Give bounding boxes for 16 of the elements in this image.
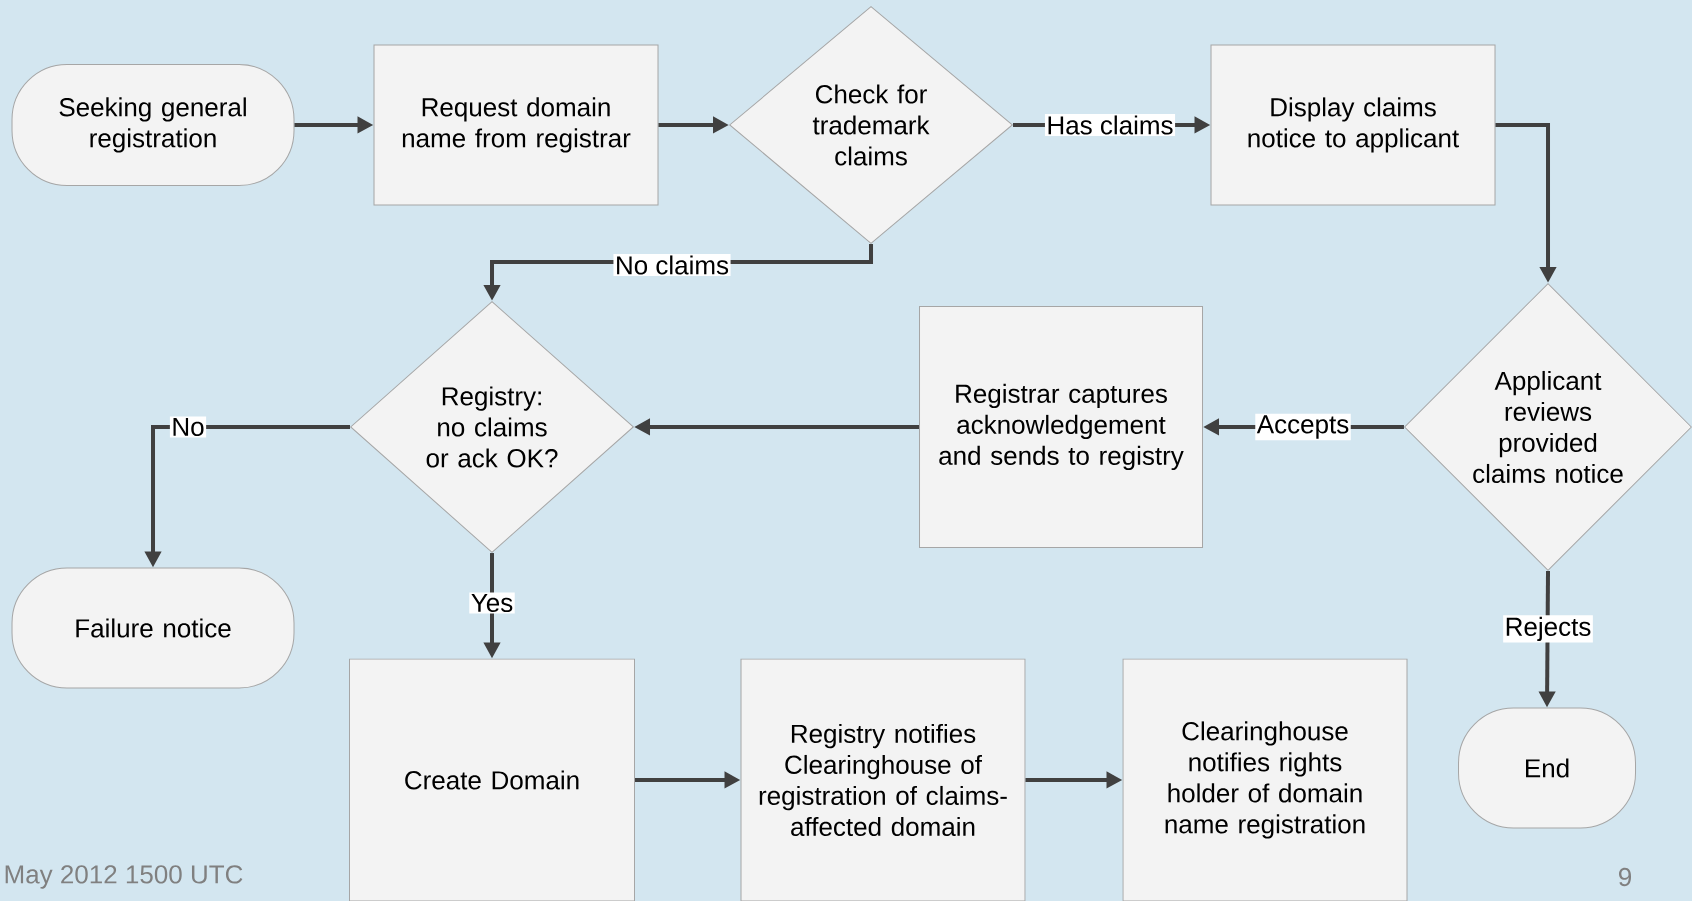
process-box: Request domain name from registrar bbox=[373, 44, 659, 206]
edge-label: Rejects bbox=[1503, 615, 1593, 643]
page-number: 9 bbox=[1619, 867, 1631, 887]
terminal-box: Seeking general registration bbox=[11, 64, 295, 186]
edge-label: No bbox=[169, 416, 207, 438]
process-box: Registry notifies Clearinghouse of registration of claims-affected domain bbox=[740, 658, 1026, 901]
process-box: Display claims notice to applicant bbox=[1210, 44, 1496, 206]
process-box: Registrar captures acknowledgement and sends to registry bbox=[919, 306, 1203, 548]
edge-label: Yes bbox=[469, 592, 515, 614]
process-box: Create Domain bbox=[349, 658, 635, 901]
terminal-box: Failure notice bbox=[11, 567, 295, 689]
process-box: Clearinghouse notifies rights holder of domain name registration bbox=[1122, 658, 1408, 901]
terminal-box: End bbox=[1458, 707, 1636, 829]
footer-text: May 2012 1500 UTC bbox=[5, 865, 243, 889]
edge-label: Accepts bbox=[1255, 413, 1351, 441]
edge-label: No claims bbox=[613, 253, 731, 277]
